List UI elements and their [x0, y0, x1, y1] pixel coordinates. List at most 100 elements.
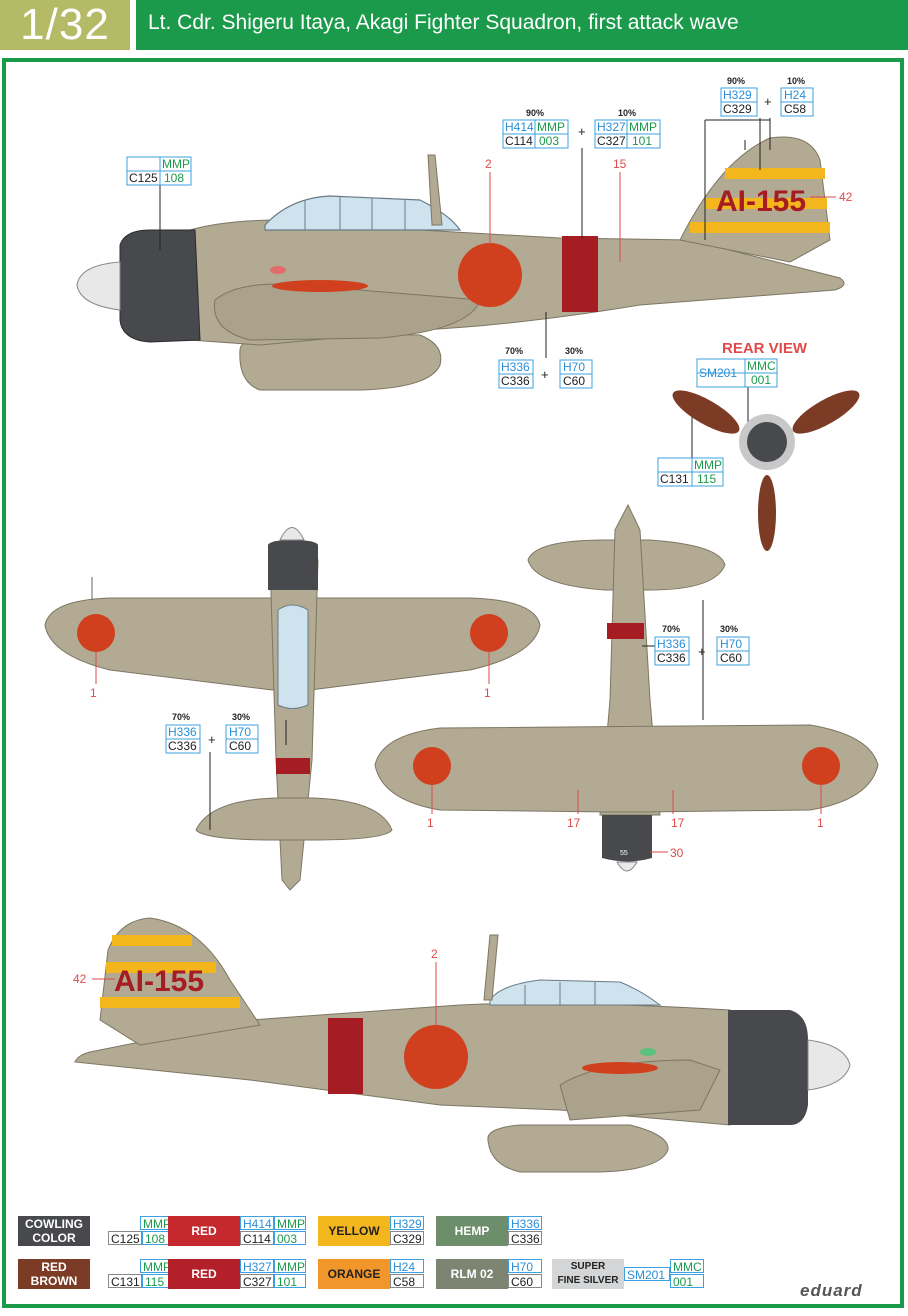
svg-text:17: 17 [567, 816, 581, 830]
svg-text:C336: C336 [657, 651, 686, 665]
header: 1/32 Lt. Cdr. Shigeru Itaya, Akagi Fight… [0, 0, 908, 50]
svg-text:90%: 90% [526, 108, 544, 118]
side-view-left: AI-155 [76, 118, 845, 391]
svg-text:101: 101 [632, 134, 652, 148]
cowling [119, 229, 201, 343]
svg-text:MMP: MMP [629, 120, 657, 134]
bottom-cowling [602, 815, 652, 862]
svg-text:1: 1 [427, 816, 434, 830]
svg-text:C327: C327 [597, 134, 626, 148]
svg-text:+: + [208, 732, 216, 747]
svg-text:C60: C60 [720, 651, 742, 665]
blade-right [792, 390, 860, 434]
svg-text:30%: 30% [565, 346, 583, 356]
drop-tank-right [487, 1124, 669, 1173]
bottom-wing [374, 724, 879, 813]
spinner [76, 261, 121, 311]
bottom-hinomaru-right [802, 747, 840, 785]
svg-text:SM201: SM201 [699, 366, 737, 380]
tail-stripe-2 [705, 198, 827, 209]
side-callouts: MMP C125 108 90% 10% H414 MMP C114 003 +… [126, 76, 853, 389]
svg-text:C58: C58 [784, 102, 806, 116]
bottom-view: 1 1 17 17 30 55 70% 30% H336 C336 + H70 … [374, 503, 879, 872]
page-title: Lt. Cdr. Shigeru Itaya, Akagi Fighter Sq… [136, 0, 908, 50]
svg-text:2: 2 [485, 157, 492, 171]
svg-text:001: 001 [751, 373, 771, 387]
tail-fin-right [99, 917, 261, 1046]
legend-swatch: COWLING COLOR [18, 1216, 90, 1246]
top-view: 1 1 70% 30% H336 C336 + H70 C60 [44, 527, 541, 891]
top-hinomaru-left [77, 614, 115, 652]
svg-text:C60: C60 [229, 739, 251, 753]
svg-text:30%: 30% [232, 712, 250, 722]
legend-item-rlm02: RLM 02 H70 C60 [436, 1259, 546, 1289]
svg-text:10%: 10% [618, 108, 636, 118]
svg-text:MMC: MMC [747, 359, 776, 373]
svg-text:H70: H70 [720, 637, 742, 651]
svg-text:1: 1 [817, 816, 824, 830]
legend-item-orange: ORANGE H24 C58 [318, 1259, 428, 1289]
top-tailplane [195, 797, 393, 841]
svg-text:42: 42 [73, 972, 87, 986]
svg-text:70%: 70% [172, 712, 190, 722]
svg-text:2: 2 [431, 947, 438, 961]
svg-text:+: + [698, 644, 706, 659]
svg-text:H327: H327 [597, 120, 626, 134]
svg-text:C329: C329 [723, 102, 752, 116]
hinomaru-side [458, 243, 522, 307]
drawing-frame [2, 58, 904, 1308]
svg-text:15: 15 [613, 157, 627, 171]
aircraft-code: AI-155 [716, 185, 806, 218]
svg-text:003: 003 [539, 134, 559, 148]
canopy [264, 195, 462, 231]
svg-text:17: 17 [671, 816, 685, 830]
svg-text:H414: H414 [505, 120, 534, 134]
side-view-right: AI-155 42 2 [73, 917, 851, 1173]
svg-text:C336: C336 [168, 739, 197, 753]
legend-item-red-2: RED H327 MMP C327 101 [168, 1259, 308, 1289]
svg-text:H336: H336 [168, 725, 197, 739]
svg-text:70%: 70% [505, 346, 523, 356]
fuselage-band [562, 236, 598, 312]
svg-text:H24: H24 [784, 88, 806, 102]
svg-text:H336: H336 [657, 637, 686, 651]
svg-text:C131: C131 [660, 472, 689, 486]
svg-text:C125: C125 [129, 171, 158, 185]
svg-text:+: + [578, 124, 586, 139]
svg-text:C336: C336 [501, 374, 530, 388]
svg-text:C114: C114 [505, 134, 533, 148]
svg-text:108: 108 [164, 171, 184, 185]
blade-left [672, 390, 740, 434]
antenna-mast [427, 154, 443, 226]
top-cowling [268, 540, 318, 590]
tail-stripe-1 [725, 168, 825, 179]
svg-text:10%: 10% [787, 76, 805, 86]
svg-text:MMP: MMP [694, 458, 722, 472]
legend-item-red-brown: RED BROWN MMP C131 115 [18, 1259, 174, 1289]
svg-text:REAR VIEW: REAR VIEW [722, 340, 808, 357]
svg-text:70%: 70% [662, 624, 680, 634]
svg-text:H70: H70 [563, 360, 585, 374]
svg-text:C60: C60 [563, 374, 585, 388]
svg-text:H329: H329 [723, 88, 752, 102]
rear-spinner [747, 422, 787, 462]
svg-text:MMP: MMP [162, 157, 190, 171]
cowling-right [728, 1010, 808, 1125]
top-canopy [277, 604, 309, 709]
svg-text:+: + [764, 94, 772, 109]
scale-label: 1/32 [0, 0, 130, 50]
svg-text:+: + [541, 367, 549, 382]
aircraft-code-right: AI-155 [114, 965, 204, 998]
legend-item-red-1: RED H414 MMP C114 003 [168, 1216, 308, 1246]
legend-item-silver: SUPER FINE SILVER SM201 MMC 001 [552, 1259, 712, 1289]
brand-logo: eduard [800, 1281, 863, 1300]
svg-text:1: 1 [484, 686, 491, 700]
svg-text:90%: 90% [727, 76, 745, 86]
svg-text:115: 115 [697, 472, 716, 486]
svg-text:30%: 30% [720, 624, 738, 634]
svg-text:H70: H70 [229, 725, 251, 739]
svg-text:H336: H336 [501, 360, 530, 374]
svg-text:1: 1 [90, 686, 97, 700]
bottom-hinomaru-left [413, 747, 451, 785]
